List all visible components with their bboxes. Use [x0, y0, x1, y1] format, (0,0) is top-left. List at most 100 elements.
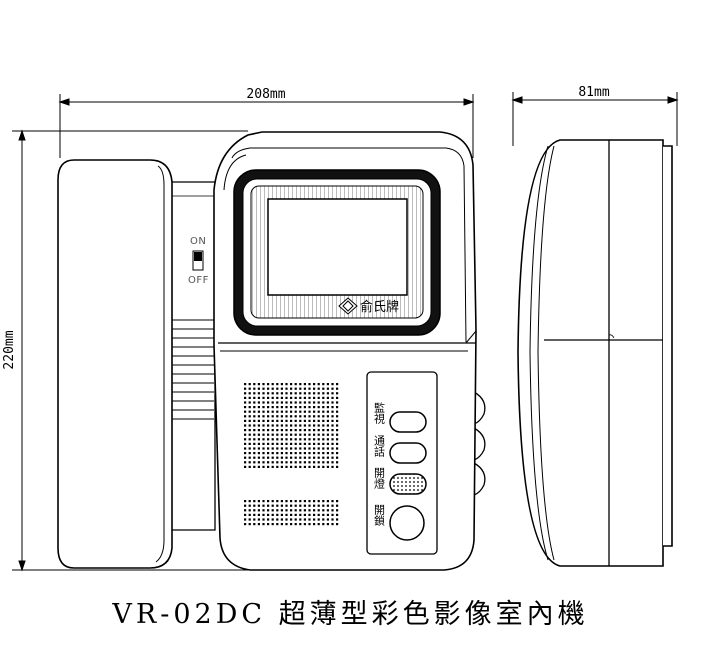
grille-hole: [248, 410, 251, 413]
speaker-grille-upper: [244, 383, 339, 468]
grille-hole: [276, 383, 279, 386]
grille-hole: [257, 424, 260, 427]
grille-hole: [257, 438, 260, 441]
grille-hole: [276, 429, 279, 432]
grille-hole: [267, 504, 270, 507]
grille-hole: [257, 396, 260, 399]
grille-hole: [280, 392, 283, 395]
grille-hole: [299, 500, 302, 503]
light-button[interactable]: [389, 473, 427, 495]
grille-hole: [244, 387, 247, 390]
grille-hole: [313, 456, 316, 459]
grille-hole: [257, 415, 260, 418]
grille-hole: [257, 452, 260, 455]
monitor-button[interactable]: [389, 411, 427, 433]
grille-hole: [276, 415, 279, 418]
grille-hole: [271, 392, 274, 395]
grille-hole: [271, 429, 274, 432]
grille-hole: [308, 513, 311, 516]
grille-hole: [276, 424, 279, 427]
grille-hole: [331, 383, 334, 386]
grille-hole: [303, 419, 306, 422]
grille-hole: [285, 433, 288, 436]
grille-hole: [271, 504, 274, 507]
grille-hole: [303, 447, 306, 450]
grille-hole: [317, 452, 320, 455]
width-dimension-label: 208mm: [246, 87, 285, 102]
grille-hole: [313, 452, 316, 455]
grille-hole: [248, 401, 251, 404]
grille-hole: [299, 406, 302, 409]
grille-hole: [276, 433, 279, 436]
grille-hole: [248, 383, 251, 386]
grille-hole: [322, 442, 325, 445]
grille-hole: [331, 523, 334, 526]
grille-hole: [336, 406, 339, 409]
grille-hole: [326, 383, 329, 386]
grille-hole: [290, 442, 293, 445]
grille-hole: [294, 410, 297, 413]
grille-hole: [290, 461, 293, 464]
grille-hole: [262, 456, 265, 459]
grille-hole: [285, 442, 288, 445]
grille-hole: [244, 447, 247, 450]
grille-hole: [285, 518, 288, 521]
grille-hole: [331, 410, 334, 413]
grille-hole: [322, 383, 325, 386]
grille-hole: [308, 447, 311, 450]
grille-hole: [322, 424, 325, 427]
grille-hole: [303, 387, 306, 390]
grille-hole: [271, 509, 274, 512]
grille-hole: [280, 465, 283, 468]
grille-hole: [317, 410, 320, 413]
grille-hole: [267, 383, 270, 386]
grille-hole: [308, 392, 311, 395]
grille-hole: [271, 523, 274, 526]
grille-hole: [290, 415, 293, 418]
grille-hole: [322, 387, 325, 390]
grille-hole: [294, 456, 297, 459]
grille-hole: [326, 518, 329, 521]
grille-hole: [303, 461, 306, 464]
grille-hole: [244, 452, 247, 455]
grille-hole: [331, 447, 334, 450]
grille-hole: [308, 500, 311, 503]
grille-hole: [322, 509, 325, 512]
grille-hole: [244, 396, 247, 399]
grille-hole: [303, 523, 306, 526]
grille-hole: [294, 447, 297, 450]
grille-hole: [322, 447, 325, 450]
grille-hole: [248, 452, 251, 455]
grille-hole: [331, 438, 334, 441]
grille-hole: [257, 406, 260, 409]
grille-hole: [322, 419, 325, 422]
grille-hole: [294, 518, 297, 521]
handset[interactable]: [57, 159, 173, 569]
grille-hole: [267, 433, 270, 436]
grille-hole: [317, 419, 320, 422]
grille-hole: [290, 504, 293, 507]
grille-hole: [299, 509, 302, 512]
grille-hole: [280, 387, 283, 390]
grille-hole: [262, 424, 265, 427]
unlock-button[interactable]: [389, 505, 425, 541]
grille-hole: [322, 518, 325, 521]
grille-hole: [336, 415, 339, 418]
grille-hole: [271, 433, 274, 436]
grille-hole: [317, 401, 320, 404]
grille-hole: [308, 410, 311, 413]
grille-hole: [326, 429, 329, 432]
grille-hole: [299, 429, 302, 432]
grille-hole: [336, 500, 339, 503]
grille-hole: [253, 518, 256, 521]
grille-hole: [331, 452, 334, 455]
grille-hole: [253, 513, 256, 516]
grille-hole: [257, 504, 260, 507]
grille-hole: [313, 461, 316, 464]
grille-hole: [303, 456, 306, 459]
grille-hole: [290, 387, 293, 390]
grille-hole: [267, 461, 270, 464]
grille-hole: [262, 396, 265, 399]
grille-hole: [322, 406, 325, 409]
talk-button[interactable]: [389, 442, 427, 464]
